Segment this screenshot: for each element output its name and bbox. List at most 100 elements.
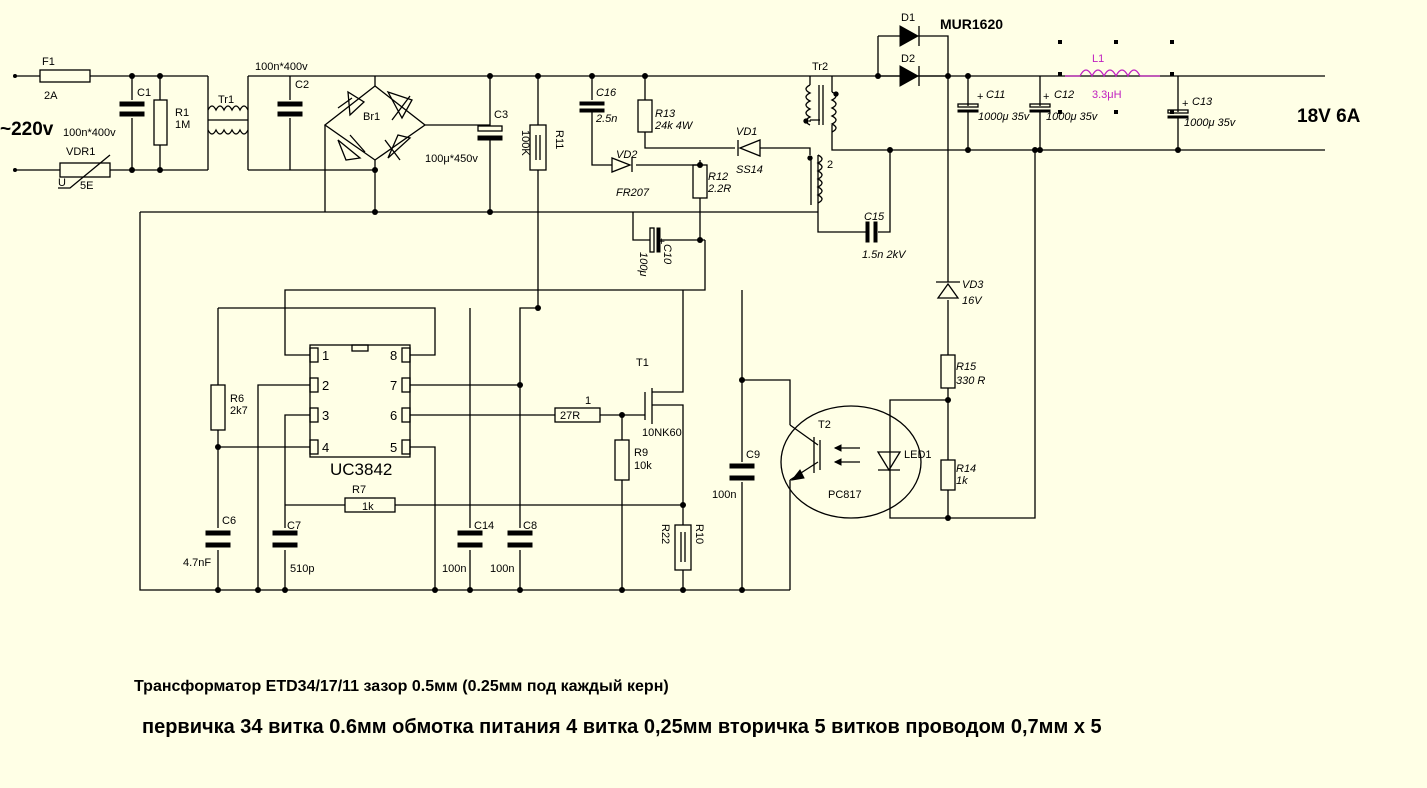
label-vd1: VD1 bbox=[736, 126, 757, 138]
label-c1: C1 bbox=[137, 87, 151, 99]
label-l1-value: 3.3μH bbox=[1092, 89, 1122, 101]
capacitor-c12 bbox=[1029, 103, 1051, 113]
label-tr1: Tr1 bbox=[218, 94, 234, 106]
label-c8-value: 100n bbox=[490, 563, 514, 575]
capacitor-c3 bbox=[477, 125, 503, 141]
label-r7: R7 bbox=[352, 484, 366, 496]
resistor-r27 bbox=[554, 407, 601, 423]
label-c1-value: 100n*400v bbox=[63, 127, 116, 139]
label-f1: F1 bbox=[42, 56, 55, 68]
label-c12: C12 bbox=[1054, 89, 1074, 101]
label-r15: R15 bbox=[956, 361, 977, 373]
label-r9: R9 bbox=[634, 447, 648, 459]
capacitor-c14 bbox=[457, 530, 483, 548]
label-c10-plus: + bbox=[655, 238, 667, 244]
resistor-r10 bbox=[674, 524, 692, 571]
resistor-r14 bbox=[940, 459, 956, 491]
label-t2: T2 bbox=[818, 419, 831, 431]
label-tr2: Tr2 bbox=[812, 61, 828, 73]
label-c11-value: 1000μ 35v bbox=[978, 111, 1031, 123]
label-r1: R1 bbox=[175, 107, 189, 119]
label-output: 18V 6A bbox=[1297, 106, 1361, 127]
label-r9-value: 10k bbox=[634, 460, 652, 472]
label-vdr1-value: 5E bbox=[80, 180, 93, 192]
label-t2-value: PC817 bbox=[828, 489, 862, 501]
label-r27: 27R bbox=[560, 410, 580, 422]
label-c11: C11 bbox=[986, 89, 1005, 101]
label-vdr1: VDR1 bbox=[66, 146, 95, 158]
varistor-vdr1 bbox=[58, 154, 111, 189]
label-r15-value: 330 R bbox=[956, 375, 985, 387]
diode-vd1 bbox=[737, 139, 761, 157]
label-c13-plus: + bbox=[1182, 98, 1188, 110]
fuse-f1 bbox=[39, 69, 91, 83]
label-title: MUR1620 bbox=[940, 16, 1003, 32]
ic-uc3842 bbox=[309, 344, 411, 458]
resistor-r15 bbox=[940, 354, 956, 389]
pin-3: 3 bbox=[322, 408, 329, 423]
label-c12-value: 1000μ 35v bbox=[1046, 111, 1099, 123]
label-r1-value: 1M bbox=[175, 119, 190, 131]
optocoupler-t2 bbox=[780, 405, 922, 519]
label-vd1-value: SS14 bbox=[736, 164, 763, 176]
label-c7: C7 bbox=[287, 520, 301, 532]
label-ic: UC3842 bbox=[330, 460, 392, 479]
label-c15: C15 bbox=[864, 211, 885, 223]
label-r11-value: 100K bbox=[519, 130, 531, 156]
component-labels: F1 2A ~220v C1 100n*400v R1 1M VDR1 5E U… bbox=[0, 12, 1361, 575]
label-t1: T1 bbox=[636, 357, 649, 369]
label-c12-plus: + bbox=[1043, 91, 1049, 103]
label-l1: L1 bbox=[1092, 53, 1104, 65]
label-r6-value: 2k7 bbox=[230, 405, 248, 417]
label-c13: C13 bbox=[1192, 96, 1213, 108]
label-vd3: VD3 bbox=[962, 279, 984, 291]
label-r12-value: 2.2R bbox=[707, 183, 731, 195]
label-c6-value: 4.7nF bbox=[183, 557, 211, 569]
resistor-r6 bbox=[210, 384, 226, 431]
capacitor-c7 bbox=[272, 530, 298, 548]
diode-d2 bbox=[899, 65, 920, 87]
label-tr2-winding: 2 bbox=[827, 159, 833, 171]
label-r14: R14 bbox=[956, 463, 976, 475]
capacitor-c1 bbox=[119, 101, 145, 117]
zener-vd3 bbox=[936, 281, 960, 299]
choke-tr1 bbox=[207, 105, 249, 135]
label-c2: C2 bbox=[295, 79, 309, 91]
label-f1-value: 2A bbox=[44, 90, 58, 102]
capacitor-c6 bbox=[205, 530, 231, 548]
capacitor-c9 bbox=[729, 463, 755, 481]
winding-note: первичка 34 витка 0.6мм обмотка питания … bbox=[142, 716, 1102, 738]
label-c10: C10 bbox=[661, 244, 673, 265]
label-r12: R12 bbox=[708, 171, 728, 183]
junction-dots bbox=[13, 73, 1181, 593]
capacitor-c15 bbox=[865, 221, 878, 243]
label-c16-value: 2.5n bbox=[595, 113, 617, 125]
label-r14-value: 1k bbox=[956, 475, 968, 487]
resistor-r7 bbox=[344, 497, 396, 513]
capacitor-c10 bbox=[649, 227, 661, 253]
label-c14: C14 bbox=[474, 520, 494, 532]
transformer-note: Трансформатор ETD34/17/11 зазор 0.5мм (0… bbox=[134, 678, 669, 695]
label-r7-value: 1k bbox=[362, 501, 374, 513]
label-c7-value: 510p bbox=[290, 563, 314, 575]
label-c14-value: 100n bbox=[442, 563, 466, 575]
pin-6: 6 bbox=[390, 408, 397, 423]
label-vd3-value: 16V bbox=[962, 295, 983, 307]
label-c16: C16 bbox=[596, 87, 617, 99]
label-d1: D1 bbox=[901, 12, 915, 24]
mosfet-t1 bbox=[644, 388, 660, 424]
pin-4: 4 bbox=[322, 440, 329, 455]
resistor-r9 bbox=[614, 439, 630, 481]
label-vd2-value: FR207 bbox=[616, 187, 650, 199]
label-input: ~220v bbox=[0, 119, 54, 140]
label-c15-value: 1.5n 2kV bbox=[862, 249, 907, 261]
label-c11-plus: + bbox=[977, 91, 983, 103]
pin-1: 1 bbox=[322, 348, 329, 363]
pin-7: 7 bbox=[390, 378, 397, 393]
label-t1-value: 10NK60 bbox=[642, 427, 682, 439]
resistor-r12 bbox=[692, 164, 708, 199]
label-c13-value: 1000μ 35v bbox=[1184, 117, 1237, 129]
label-c3-value: 100μ*450v bbox=[425, 153, 478, 165]
label-r6: R6 bbox=[230, 393, 244, 405]
